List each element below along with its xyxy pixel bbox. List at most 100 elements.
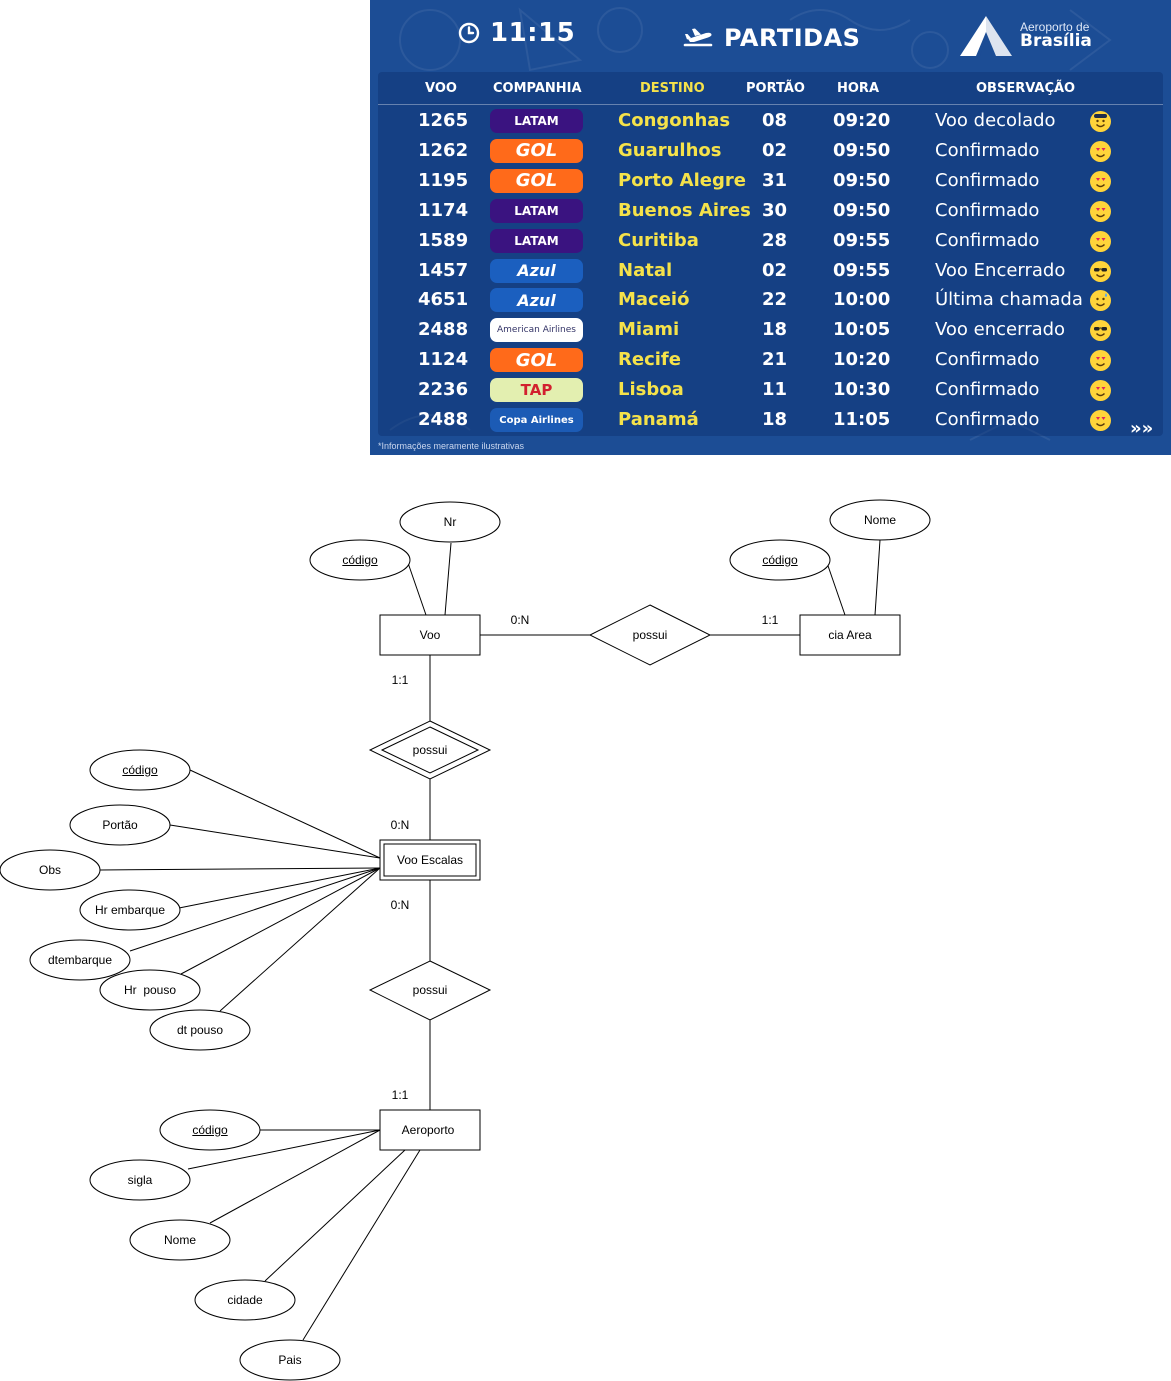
airline-logo: Copa Airlines [490,408,583,432]
link-escalas-dtpouso [219,867,381,1012]
attr-escalas-codigo [89,749,191,791]
entity-aeroporto-label: Aeroporto [401,1123,455,1137]
gate: 22 [762,289,788,311]
link-aeroporto-sigla [187,1129,381,1170]
gate: 28 [762,229,788,251]
attr-cia-codigo [729,539,831,581]
header-companhia: COMPANHIA [493,81,582,96]
link-voo-nr [444,542,452,616]
attr-aeroporto-sigla [89,1159,191,1201]
link-voo-codigo [406,559,427,616]
status: Última chamada [935,289,1083,311]
link-escalas-hrembarque [178,867,381,909]
card-escalas-to-aeroporto: 0:N [390,898,410,912]
entity-voo-escalas-label: Voo Escalas [396,853,464,867]
departure-time: 10:20 [833,349,891,371]
status: Confirmado [935,349,1040,371]
departure-time: 10:05 [833,319,891,341]
table-header: VOO COMPANHIA DESTINO PORTÃO HORA OBSERV… [378,72,1163,105]
board-header: 11:15 PARTIDAS Aeroporto de Brasília [370,0,1171,72]
gate: 11 [762,379,788,401]
rel-voo-escalas-inner [380,726,480,774]
attr-escalas-dtpouso-label: dt pouso [176,1023,224,1037]
gate: 30 [762,199,788,221]
departure-time: 10:00 [833,289,891,311]
brand-text: Aeroporto de Brasília [1020,21,1092,51]
link-escalas-codigo [189,769,381,859]
header-destino: DESTINO [640,81,705,96]
clock-time: 11:15 [490,18,576,48]
departure-time: 09:50 [833,139,891,161]
departures-board: 11:15 PARTIDAS Aeroporto de Brasília [370,0,1171,455]
attr-escalas-dtembarque-label: dtembarque [47,953,113,967]
pilot-emoji-icon [1090,111,1111,132]
destination: Porto Alegre [618,169,746,191]
rel-voo-escalas-label: possui [412,743,448,757]
next-page-icon[interactable]: »» [1130,418,1154,439]
attr-escalas-hrpouso [99,969,201,1011]
destination: Recife [618,349,681,371]
destination: Curitiba [618,229,699,251]
status: Voo encerrado [935,319,1066,341]
attr-aeroporto-pais [239,1339,341,1381]
flight-number: 1457 [418,259,469,281]
sweat-emoji-icon [1090,290,1111,312]
attr-escalas-portao [69,804,171,846]
attr-voo-codigo-label: código [342,553,378,567]
attr-escalas-hrpouso-label: Hr pouso [123,983,177,997]
status: Voo decolado [935,110,1056,131]
gate: 02 [762,259,788,281]
entity-voo-escalas-inner [383,843,477,877]
status: Confirmado [935,169,1040,191]
departure-time: 09:55 [833,259,891,281]
flight-number: 1589 [418,229,469,251]
attr-escalas-hrembarque [79,889,181,931]
er-diagram: Voo cia Area Voo Escalas Aeroporto possu… [0,455,1171,1381]
departures-title: PARTIDAS [682,24,860,52]
airline-logo: LATAM [490,228,583,253]
airport-brand: Aeroporto de Brasília [958,14,1092,58]
attr-escalas-portao-label: Portão [102,818,138,832]
airline-logo: GOL [490,168,583,193]
rel-voo-cia-label: possui [632,628,668,642]
attr-aeroporto-cidade-label: cidade [227,1293,263,1307]
departure-time: 09:50 [833,199,891,221]
attr-escalas-hrembarque-label: Hr embarque [94,903,166,917]
entity-cia-area-label: cia Area [828,628,872,642]
entity-voo-label: Voo [419,628,441,642]
brasilia-airport-logo-icon [960,16,1012,56]
attr-cia-nome-label: Nome [863,513,897,527]
destination: Guarulhos [618,139,722,161]
flight-number: 2236 [418,379,469,401]
card-voo-to-cia: 0:N [510,613,530,627]
gate: 18 [762,409,788,430]
flight-number: 2488 [418,409,469,430]
departures-table: VOO COMPANHIA DESTINO PORTÃO HORA OBSERV… [378,72,1163,436]
departure-time: 09:55 [833,229,891,251]
link-escalas-portao [169,824,381,859]
status: Confirmado [935,379,1040,401]
attr-escalas-codigo-label: código [122,763,158,777]
footnote: *Informações meramente ilustrativas [378,441,525,451]
attr-aeroporto-codigo-label: código [192,1123,228,1137]
destination: Panamá [618,409,699,430]
gate: 31 [762,169,788,191]
attr-escalas-dtembarque [29,939,131,981]
attr-voo-nr-label: Nr [443,515,457,529]
flight-number: 1195 [418,169,469,191]
heart-eyes-emoji-icon [1090,410,1111,431]
link-escalas-hrpouso [180,867,381,975]
heart-eyes-emoji-icon [1090,170,1111,192]
card-voo-to-escalas: 1:1 [391,673,409,687]
attr-escalas-obs-label: Obs [38,863,62,877]
link-aeroporto-nome [209,1129,381,1224]
departures-title-text: PARTIDAS [724,24,861,52]
attr-aeroporto-pais-label: Pais [278,1353,302,1367]
entity-voo [379,614,481,656]
